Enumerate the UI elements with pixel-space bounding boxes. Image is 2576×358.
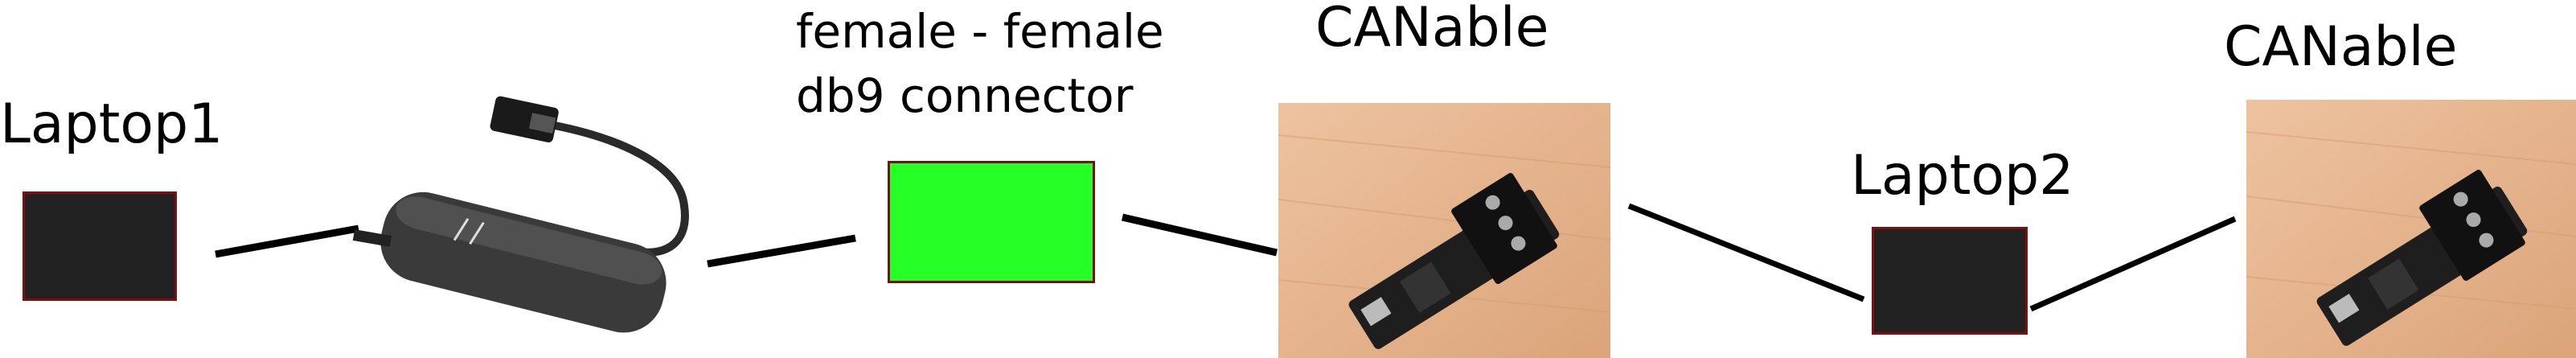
adapter-cable (554, 121, 689, 257)
wire-adapter-db9 (707, 234, 856, 268)
connector-label-line2: db9 connector (796, 68, 1134, 123)
canable-board-photo-2-icon (2246, 100, 2576, 358)
laptop2-box (1872, 227, 2028, 335)
adapter-tail (352, 229, 392, 247)
canable-board-photo-1-icon (1278, 103, 1610, 358)
wire-laptop1-adapter (215, 224, 359, 258)
wire-canable1-laptop2 (1627, 203, 1865, 302)
db9-connector-box (888, 161, 1095, 283)
laptop2-label: Laptop2 (1851, 144, 2074, 208)
connector-label-line1: female - female (796, 4, 1164, 59)
adapter-body (380, 191, 667, 333)
canable-label-2: CANable (2224, 15, 2458, 79)
laptop1-box (23, 191, 177, 301)
canable-label-1: CANable (1315, 0, 1549, 60)
laptop1-label: Laptop1 (0, 93, 224, 156)
adapter-plug (490, 96, 559, 143)
wire-db9-canable1 (1121, 213, 1278, 257)
wire-laptop2-canable2 (2029, 216, 2237, 312)
